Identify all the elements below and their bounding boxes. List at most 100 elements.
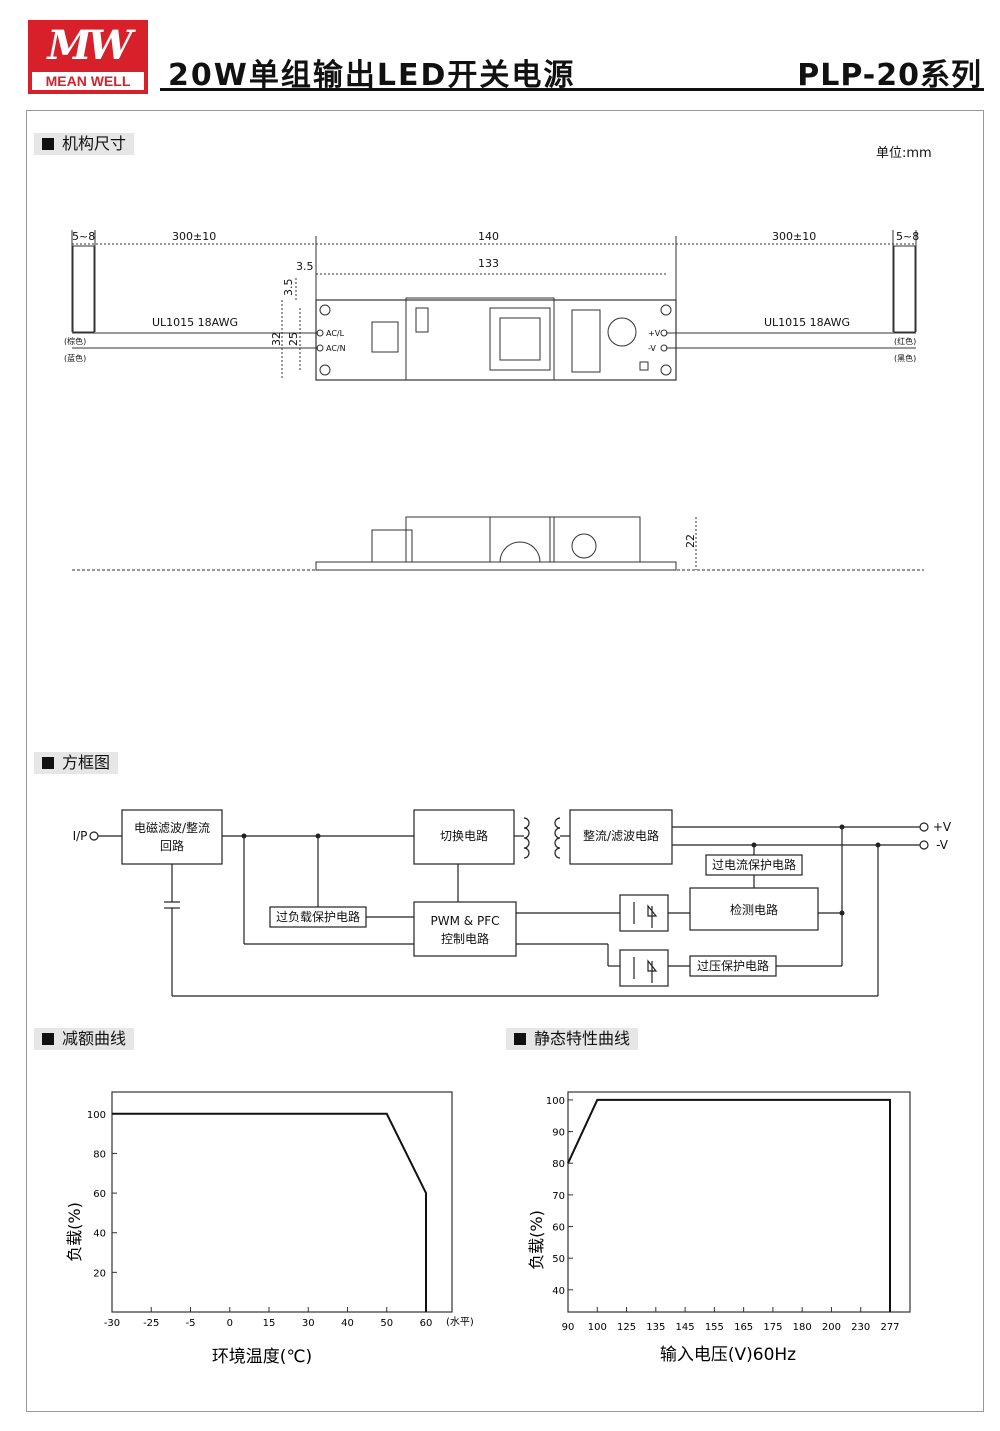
header-rule bbox=[160, 88, 984, 91]
component bbox=[639, 361, 649, 371]
section-static-label: 静态特性曲线 bbox=[534, 1029, 631, 1048]
rectifier-label: 整流/滤波电路 bbox=[583, 828, 659, 843]
side-component bbox=[553, 516, 641, 563]
derating-x-tick-label: 30 bbox=[302, 1318, 315, 1329]
transformer-primary bbox=[523, 817, 530, 859]
wire-color-red: (红色) bbox=[894, 336, 916, 346]
static-xlabel: 输入电压(V)60Hz bbox=[660, 1345, 796, 1365]
static-x-tick-label: 155 bbox=[705, 1322, 724, 1333]
mount-hole bbox=[319, 304, 331, 316]
derating-xlabel: 环境温度(℃) bbox=[212, 1347, 312, 1367]
meanwell-logo: MW MEAN WELL bbox=[28, 20, 148, 94]
static-x-tick-label: 125 bbox=[617, 1322, 636, 1333]
static-x-tick-label: 135 bbox=[646, 1322, 665, 1333]
terminal bbox=[316, 329, 324, 337]
output-terminal-minus bbox=[919, 840, 929, 850]
junction-dot bbox=[751, 842, 757, 848]
logo-mark: MW bbox=[47, 22, 132, 69]
static-x-tick-label: 145 bbox=[676, 1322, 695, 1333]
section-block-label: 方框图 bbox=[62, 753, 111, 772]
section-block-diagram: 方框图 bbox=[34, 752, 119, 774]
wire-color-black: (黑色) bbox=[894, 353, 916, 363]
derating-y-tick-label: 100 bbox=[87, 1110, 106, 1121]
derating-x-tick-label: -5 bbox=[186, 1318, 196, 1329]
wire-color-brown: (棕色) bbox=[64, 336, 86, 346]
static-y-tick-label: 90 bbox=[552, 1128, 565, 1139]
optocoupler-2 bbox=[619, 949, 669, 987]
terminal bbox=[660, 344, 668, 352]
series-title: PLP-20系列 bbox=[797, 58, 982, 93]
dim-300-right: 300±10 bbox=[772, 230, 816, 243]
rectifier-block bbox=[569, 809, 673, 865]
dim-5-8-right: 5~8 bbox=[896, 230, 919, 243]
mount-hole bbox=[660, 304, 672, 316]
terminal bbox=[660, 329, 668, 337]
transformer bbox=[489, 307, 551, 371]
static-x-tick-label: 90 bbox=[562, 1322, 575, 1333]
derating-x-tick-label: 40 bbox=[341, 1318, 354, 1329]
terminal-vplus: +V bbox=[648, 329, 661, 338]
section-derating: 减额曲线 bbox=[34, 1028, 135, 1050]
opto-symbol-2 bbox=[633, 957, 658, 983]
pwm-label-2: 控制电路 bbox=[441, 931, 489, 946]
dim-3-5-v: 3.5 bbox=[282, 279, 295, 297]
wire-label-left: UL1015 18AWG bbox=[152, 316, 238, 329]
terminal-ac-l: AC/L bbox=[326, 329, 345, 338]
junction-dot bbox=[241, 833, 247, 839]
junction-dot bbox=[875, 842, 881, 848]
static-y-tick-label: 80 bbox=[552, 1159, 565, 1170]
section-static: 静态特性曲线 bbox=[506, 1028, 639, 1050]
derating-y-tick-label: 80 bbox=[93, 1149, 106, 1160]
opto-symbol-1 bbox=[633, 902, 658, 928]
derating-x-tick-label: 15 bbox=[263, 1318, 276, 1329]
derating-x-tick-label: 0 bbox=[227, 1318, 233, 1329]
bullet-square bbox=[514, 1033, 526, 1045]
derating-y-tick-label: 40 bbox=[93, 1229, 106, 1240]
transformer-secondary bbox=[554, 817, 561, 859]
pwm-block bbox=[413, 901, 517, 957]
wire-strip-right bbox=[893, 245, 916, 333]
emi-label-1: 电磁滤波/整流 bbox=[134, 820, 210, 835]
page-header: MW MEAN WELL 20W单组输出LED开关电源 PLP-20系列 bbox=[0, 0, 1000, 100]
section-derating-label: 减额曲线 bbox=[62, 1029, 127, 1048]
static-y-tick-label: 70 bbox=[552, 1191, 565, 1202]
dim-25: 25 bbox=[287, 332, 300, 346]
dim-5-8-left: 5~8 bbox=[72, 230, 95, 243]
component bbox=[371, 321, 399, 353]
switching-label: 切换电路 bbox=[440, 828, 488, 843]
static-y-tick-label: 50 bbox=[552, 1254, 565, 1265]
derating-y-tick-label: 60 bbox=[93, 1189, 106, 1200]
side-capacitor bbox=[571, 533, 597, 559]
derating-x-tick-label: 50 bbox=[380, 1318, 393, 1329]
pwm-label-1: PWM & PFC bbox=[431, 914, 500, 928]
derating-x-tick-label: -25 bbox=[143, 1318, 159, 1329]
ocp-label: 过电流保护电路 bbox=[712, 857, 796, 872]
output-plus-label: +V bbox=[933, 820, 952, 834]
transformer-core bbox=[499, 317, 541, 361]
capacitor-round bbox=[607, 317, 637, 347]
dim-3-5-h: 3.5 bbox=[296, 260, 314, 273]
bullet-square bbox=[42, 138, 54, 150]
component-outline bbox=[405, 297, 555, 381]
static-y-tick-label: 40 bbox=[552, 1286, 565, 1297]
side-component bbox=[371, 529, 413, 563]
dim-300-left: 300±10 bbox=[172, 230, 216, 243]
wire-color-blue: (蓝色) bbox=[64, 353, 86, 363]
derating-x-tick-label: 60 bbox=[420, 1318, 433, 1329]
static-x-tick-label: 277 bbox=[880, 1322, 899, 1333]
static-ylabel: 负载(%) bbox=[527, 1210, 546, 1270]
static-series-line bbox=[567, 1098, 891, 1312]
side-toroid bbox=[499, 541, 541, 563]
mount-hole bbox=[660, 364, 672, 376]
ovp-label: 过压保护电路 bbox=[697, 958, 769, 973]
side-transformer bbox=[489, 516, 551, 563]
dim-22: 22 bbox=[684, 534, 697, 548]
static-y-tick-label: 100 bbox=[546, 1096, 565, 1107]
bullet-square bbox=[42, 1033, 54, 1045]
static-x-tick-label: 200 bbox=[822, 1322, 841, 1333]
